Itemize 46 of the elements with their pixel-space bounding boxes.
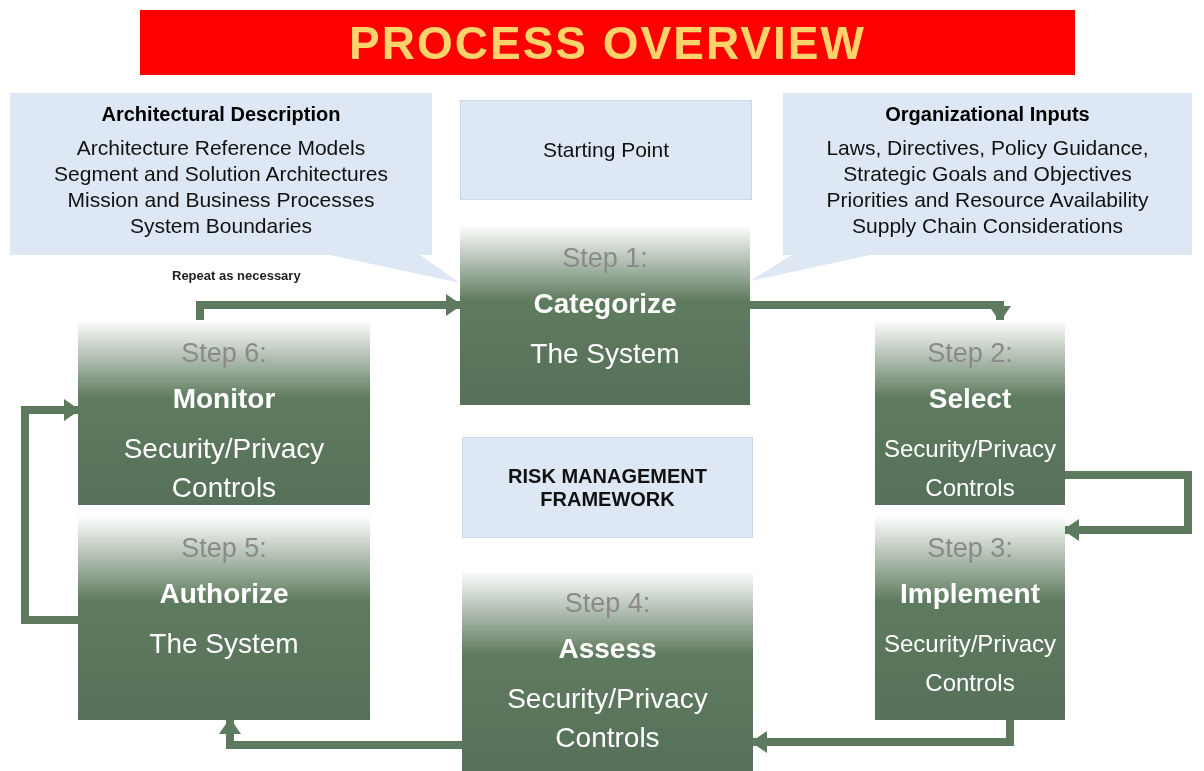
- callout-pointer: [750, 255, 870, 281]
- step-box: [462, 570, 753, 771]
- step-box: [460, 225, 750, 405]
- step-name: Assess: [558, 633, 657, 665]
- list-item: Strategic Goals and Objectives: [843, 161, 1132, 187]
- callout-heading: Organizational Inputs: [885, 103, 1090, 126]
- note-text: Repeat as necessary: [172, 268, 301, 283]
- list-item: Architecture Reference Models: [76, 135, 366, 161]
- step-name: Implement: [900, 578, 1040, 610]
- list-item: Supply Chain Considerations: [852, 213, 1123, 239]
- list-item: Mission and Business Processes: [67, 187, 375, 213]
- arrow: [196, 294, 462, 320]
- title-banner: PROCESS OVERVIEW: [140, 10, 1075, 75]
- step-name: Select: [928, 383, 1012, 415]
- step-description: Security/Privacy Controls: [882, 629, 1057, 698]
- step-number: Step 2:: [927, 338, 1013, 369]
- step-box: [78, 515, 370, 720]
- callout-pointer: [330, 255, 460, 283]
- callout-heading: Architectural Description: [101, 103, 341, 126]
- step-box: [875, 320, 1065, 505]
- list-item: Laws, Directives, Policy Guidance,: [826, 135, 1149, 161]
- step-name: Authorize: [159, 578, 289, 610]
- step-name: Categorize: [533, 288, 677, 320]
- step-description: Security/Privacy Controls: [122, 432, 326, 505]
- list-item: System Boundaries: [129, 213, 313, 239]
- list-item: Priorities and Resource Availability: [826, 187, 1149, 213]
- step-description: Security/Privacy Controls: [882, 434, 1057, 503]
- step-description: Security/Privacy Controls: [506, 682, 709, 755]
- step-number: Step 1:: [562, 243, 648, 274]
- step-number: Step 6:: [181, 338, 267, 369]
- arrow: [21, 399, 80, 624]
- step-box: [78, 320, 370, 505]
- box-label: RISK MANAGEMENT FRAMEWORK: [507, 464, 708, 511]
- step-description: The System: [530, 337, 680, 371]
- box-label: Starting Point: [542, 138, 670, 162]
- step-number: Step 3:: [927, 533, 1013, 564]
- step-description: The System: [149, 627, 299, 661]
- arrow: [750, 301, 1011, 322]
- arrow: [219, 718, 462, 749]
- step-number: Step 5:: [181, 533, 267, 564]
- step-number: Step 4:: [564, 588, 651, 619]
- text-box: [462, 437, 753, 538]
- step-box: [875, 515, 1065, 720]
- step-name: Monitor: [172, 383, 276, 415]
- list-item: Segment and Solution Architectures: [54, 161, 388, 187]
- text-box: [460, 100, 752, 200]
